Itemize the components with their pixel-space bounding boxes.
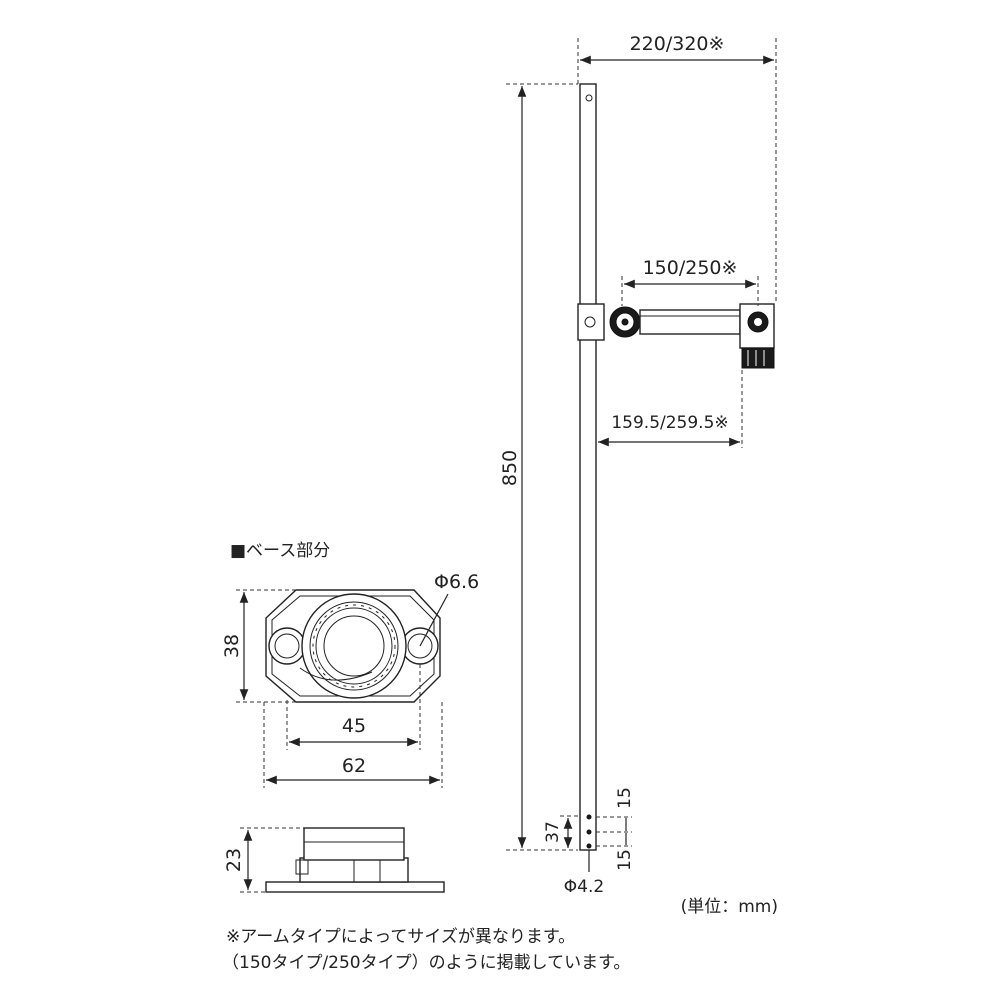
dimension-bottom-span: 37 bbox=[543, 815, 580, 848]
dimension-pin-pitch: 15 15 bbox=[596, 787, 635, 871]
svg-text:15: 15 bbox=[615, 787, 635, 809]
svg-text:23: 23 bbox=[223, 848, 245, 872]
pin-hole-bottom bbox=[586, 843, 592, 849]
dimension-pin-hole: Φ4.2 bbox=[564, 850, 604, 897]
note-line-1: ※アームタイプによってサイズが異なります。 bbox=[226, 927, 575, 947]
section-title: ■ベース部分 bbox=[230, 541, 330, 561]
dimension-height: 850 bbox=[499, 83, 578, 851]
dimension-base-height: 38 bbox=[221, 589, 296, 703]
dimension-total-width: 220/320※ bbox=[577, 33, 777, 304]
svg-text:Φ4.2: Φ4.2 bbox=[564, 877, 604, 897]
svg-text:37: 37 bbox=[543, 821, 563, 843]
svg-text:62: 62 bbox=[342, 755, 366, 777]
dimension-hole-pitch: 45 bbox=[286, 664, 421, 750]
holder-head bbox=[739, 303, 775, 369]
dimension-base-width: 62 bbox=[263, 702, 443, 788]
arm-assembly bbox=[577, 303, 775, 369]
svg-text:45: 45 bbox=[342, 715, 366, 737]
pole-top-hole bbox=[585, 94, 593, 102]
pole-clamp bbox=[577, 303, 605, 341]
dimension-base-thickness: 23 bbox=[223, 827, 304, 893]
svg-text:159.5/259.5※: 159.5/259.5※ bbox=[611, 413, 728, 433]
svg-text:150/250※: 150/250※ bbox=[643, 257, 738, 279]
arm-tube bbox=[639, 309, 741, 335]
dimension-arm-offset: 159.5/259.5※ bbox=[598, 370, 743, 448]
svg-text:220/320※: 220/320※ bbox=[630, 33, 725, 55]
knob-icon bbox=[609, 306, 641, 338]
svg-text:850: 850 bbox=[499, 450, 521, 486]
pole bbox=[579, 83, 597, 851]
pin-hole-top bbox=[586, 814, 592, 820]
svg-text:Φ6.6: Φ6.6 bbox=[434, 571, 479, 593]
svg-text:15: 15 bbox=[615, 849, 635, 871]
dimension-hole-dia: Φ6.6 bbox=[419, 571, 479, 647]
note-line-2: （150タイプ/250タイプ）のように掲載しています。 bbox=[222, 953, 630, 973]
unit-label: (単位：mm) bbox=[681, 897, 778, 917]
dimension-arm-length: 150/250※ bbox=[621, 257, 759, 306]
pin-hole-middle bbox=[586, 829, 592, 835]
base-side-view bbox=[265, 827, 445, 893]
svg-text:38: 38 bbox=[221, 634, 243, 658]
base-top-view bbox=[265, 589, 441, 703]
